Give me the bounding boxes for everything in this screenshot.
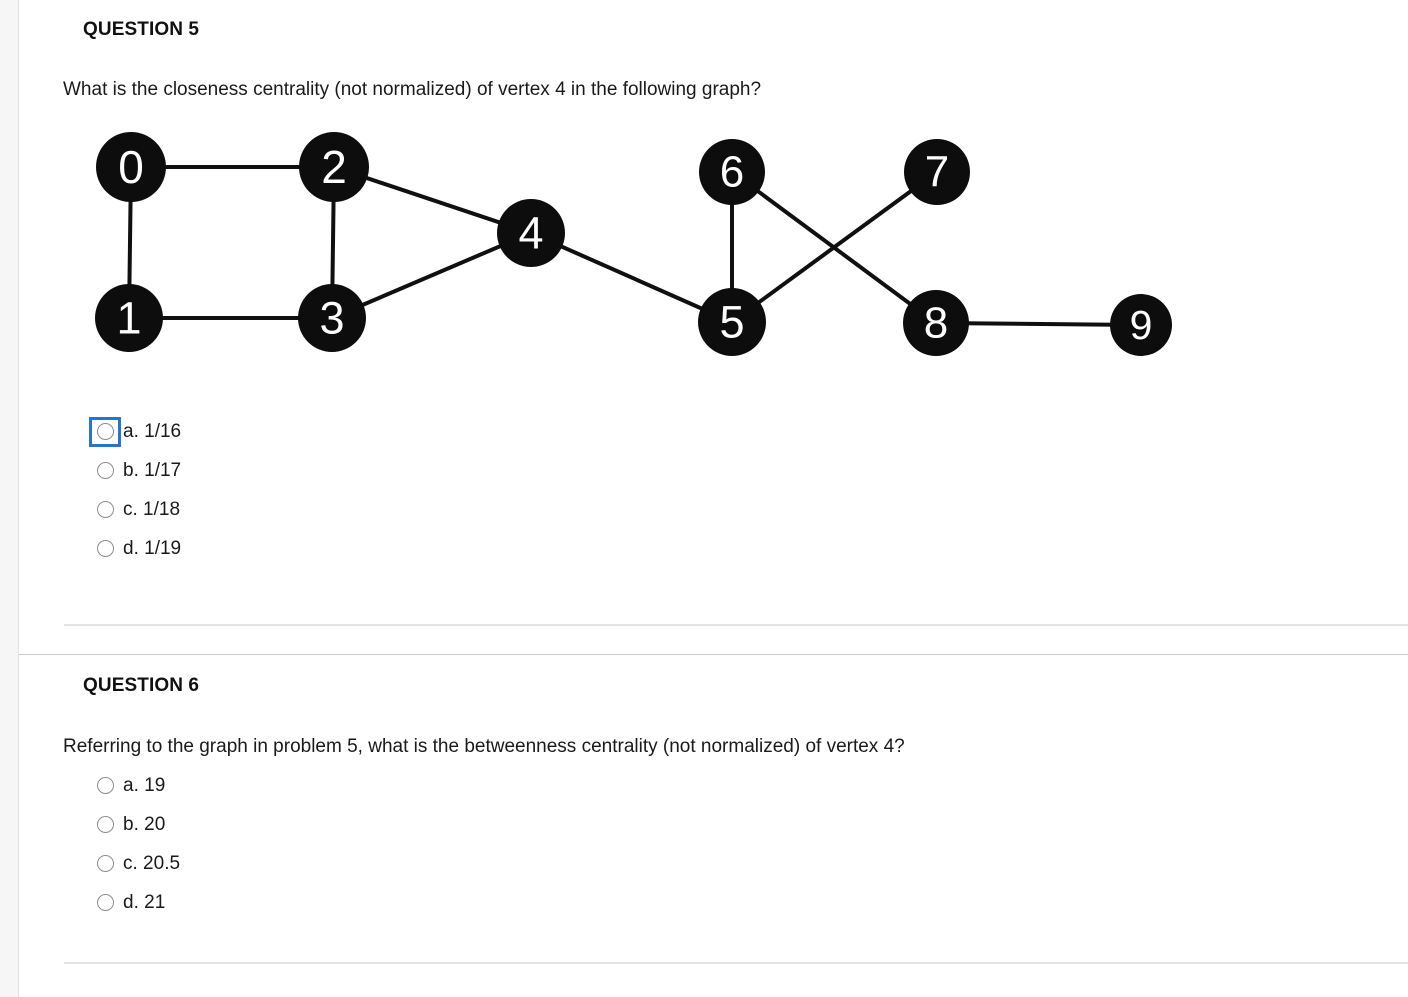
question-5-heading: QUESTION 5 [83, 19, 200, 40]
option-label[interactable]: d. 21 [123, 891, 166, 913]
radio-circle-icon[interactable] [96, 816, 114, 833]
graph-node-8: 8 [903, 290, 969, 356]
question-6-inner-divider [64, 962, 1408, 964]
radio-circle-icon[interactable] [96, 894, 114, 911]
question-5-options: a. 1/16 b. 1/17 c. 1/18 d. 1/19 [89, 412, 181, 568]
graph-edges [127, 165, 1143, 327]
option-row[interactable]: d. 21 [89, 883, 180, 922]
graph-node-circle [699, 139, 765, 205]
radio-button-c[interactable] [89, 495, 121, 525]
graph-node-label: 1 [116, 293, 141, 344]
quiz-page: QUESTION 5 What is the closeness central… [18, 0, 1408, 997]
option-label[interactable]: b. 1/17 [123, 459, 182, 481]
radio-circle-icon[interactable] [96, 777, 114, 794]
graph-node-circle [298, 284, 366, 352]
radio-button-b[interactable] [89, 456, 121, 486]
radio-circle-icon[interactable] [96, 423, 114, 440]
radio-circle-icon[interactable] [96, 540, 114, 557]
radio-button-d[interactable] [89, 888, 121, 918]
question-6-prompt: Referring to the graph in problem 5, wha… [63, 736, 905, 757]
graph-edge-4-5 [529, 231, 734, 324]
graph-node-label: 5 [719, 297, 744, 348]
graph-node-circle [698, 288, 766, 356]
graph-node-circle [904, 139, 970, 205]
question-5-bottom-divider [19, 654, 1408, 655]
graph-node-label: 9 [1130, 302, 1153, 348]
radio-button-a[interactable] [89, 771, 121, 801]
graph-node-1: 1 [95, 284, 163, 352]
radio-button-c[interactable] [89, 849, 121, 879]
option-label[interactable]: a. 19 [123, 774, 166, 796]
radio-button-a[interactable] [89, 416, 121, 447]
graph-node-circle [96, 132, 166, 202]
radio-circle-icon[interactable] [96, 855, 114, 872]
option-label[interactable]: c. 1/18 [123, 498, 181, 520]
graph-node-3: 3 [298, 284, 366, 352]
graph-node-0: 0 [96, 132, 166, 202]
graph-node-circle [1110, 294, 1172, 356]
graph-node-label: 2 [321, 141, 347, 193]
graph-node-circle [497, 199, 565, 267]
radio-circle-icon[interactable] [96, 462, 114, 479]
graph-node-label: 0 [118, 141, 144, 193]
graph-edge-3-4 [330, 231, 533, 320]
option-row[interactable]: b. 20 [89, 805, 180, 844]
graph-node-label: 4 [518, 208, 543, 259]
option-row[interactable]: a. 1/16 [89, 412, 181, 451]
question-6-options: a. 19 b. 20 c. 20.5 d. 21 [89, 766, 180, 922]
option-label[interactable]: c. 20.5 [123, 852, 181, 874]
question-5-prompt: What is the closeness centrality (not no… [63, 79, 762, 100]
radio-button-d[interactable] [89, 534, 121, 564]
graph-node-circle [299, 132, 369, 202]
option-label[interactable]: a. 1/16 [123, 420, 182, 442]
option-row[interactable]: a. 19 [89, 766, 180, 805]
radio-button-b[interactable] [89, 810, 121, 840]
graph-node-5: 5 [698, 288, 766, 356]
option-row[interactable]: c. 20.5 [89, 844, 180, 883]
option-row[interactable]: c. 1/18 [89, 490, 181, 529]
graph-nodes: 0 1 2 3 4 5 6 7 8 9 [95, 132, 1172, 356]
left-gutter-strip [0, 0, 18, 997]
option-row[interactable]: d. 1/19 [89, 529, 181, 568]
question-5-inner-divider [64, 624, 1408, 626]
graph-edge-7-5 [730, 170, 939, 324]
graph-edge-8-9 [934, 321, 1143, 327]
graph-svg: 0 1 2 3 4 5 6 7 8 9 [95, 132, 1172, 356]
graph-node-4: 4 [497, 199, 565, 267]
graph-node-label: 8 [924, 299, 948, 348]
graph-node-circle [903, 290, 969, 356]
graph-node-label: 3 [319, 293, 344, 344]
graph-node-circle [95, 284, 163, 352]
option-row[interactable]: b. 1/17 [89, 451, 181, 490]
graph-node-6: 6 [699, 139, 765, 205]
option-label[interactable]: b. 20 [123, 813, 166, 835]
graph-node-9: 9 [1110, 294, 1172, 356]
graph-node-label: 7 [925, 148, 949, 197]
option-label[interactable]: d. 1/19 [123, 537, 182, 559]
radio-circle-icon[interactable] [96, 501, 114, 518]
question-6-heading: QUESTION 6 [83, 675, 200, 696]
graph-node-7: 7 [904, 139, 970, 205]
graph-node-label: 6 [720, 148, 744, 197]
graph-figure-question-5: 0 1 2 3 4 5 6 7 8 9 [79, 118, 1209, 368]
graph-node-2: 2 [299, 132, 369, 202]
